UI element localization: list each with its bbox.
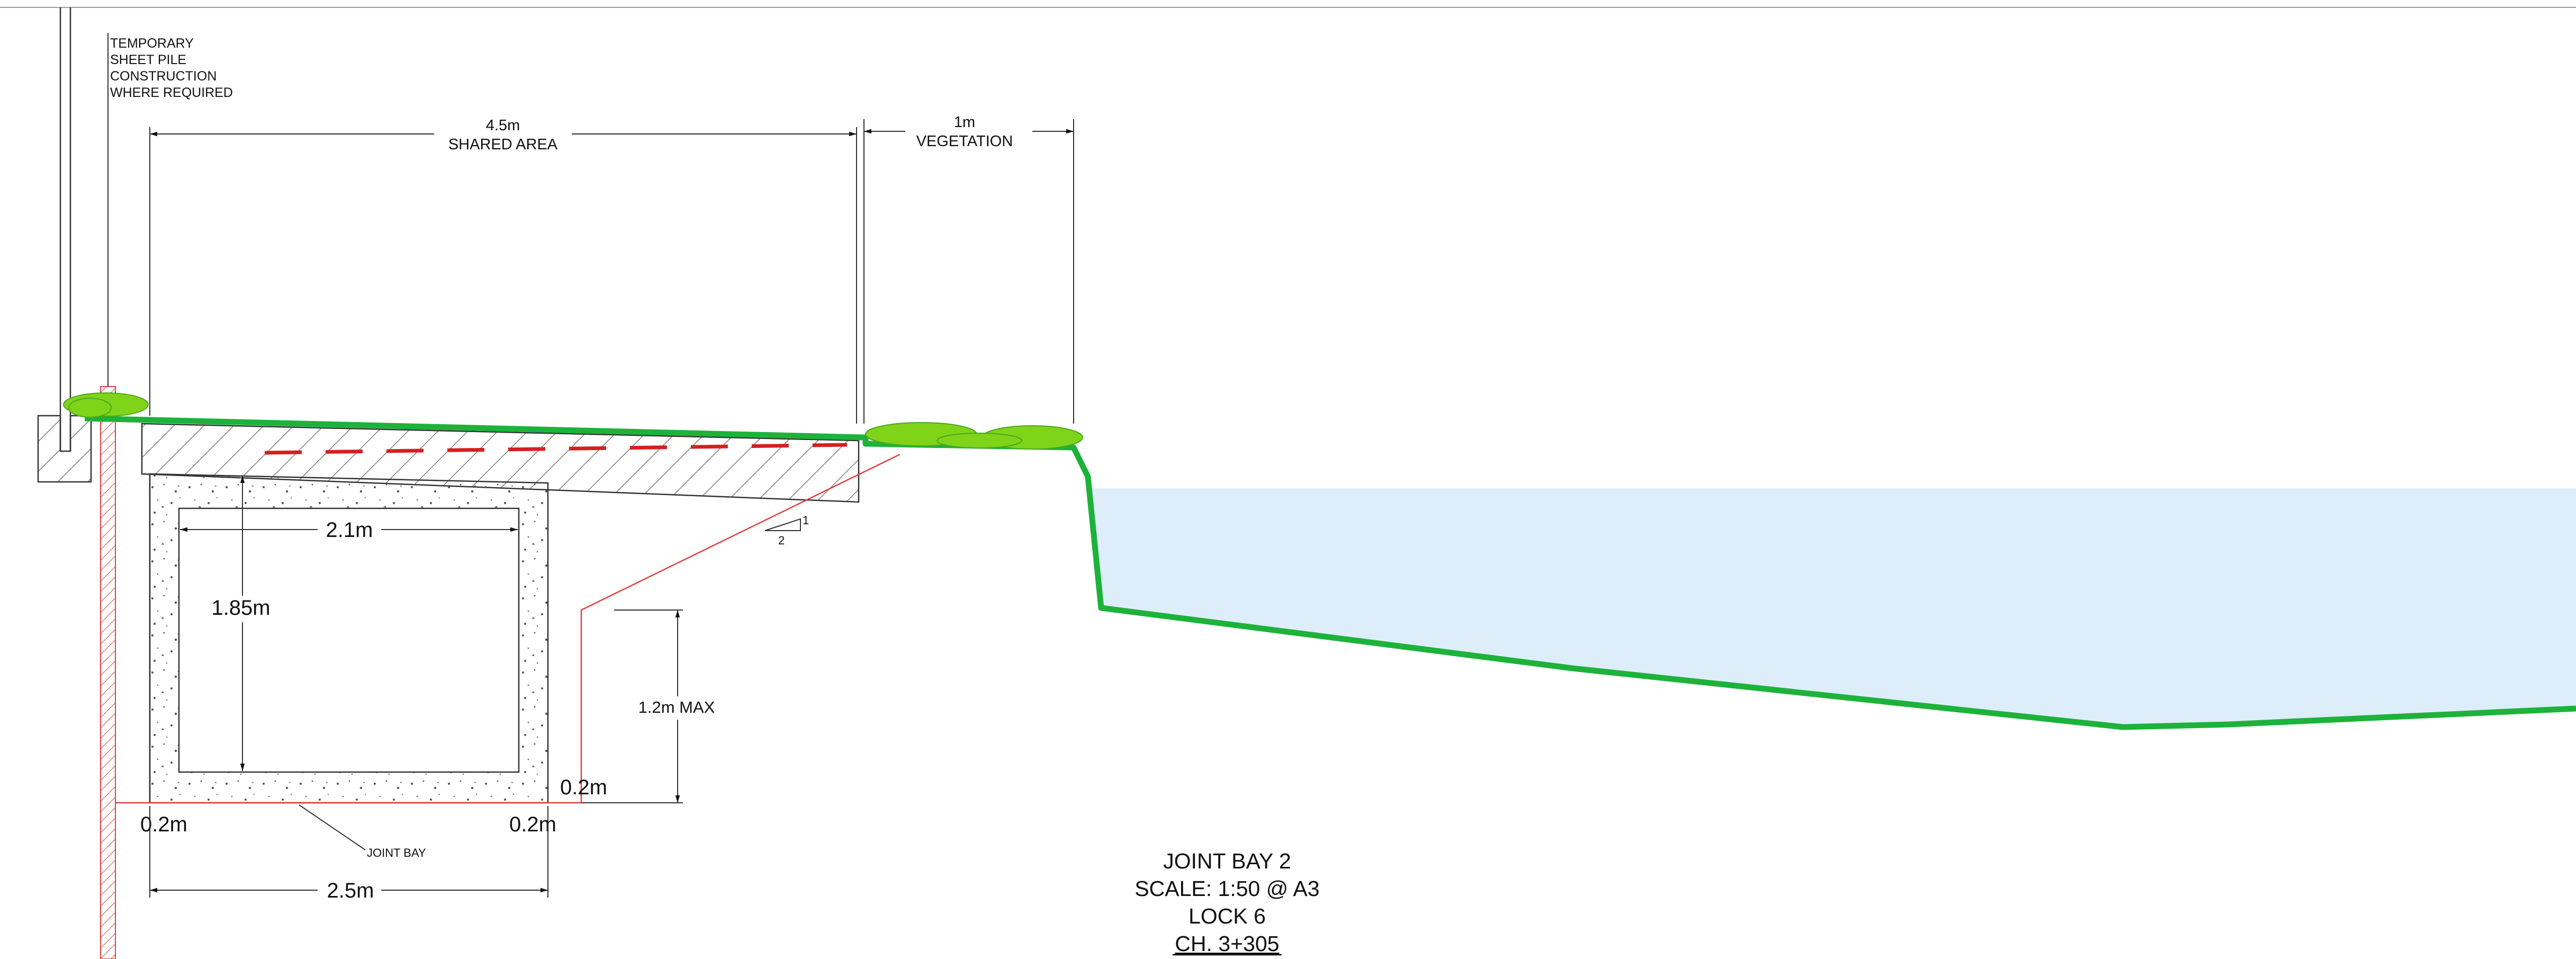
shared-area-width-label: 4.5m bbox=[486, 117, 520, 134]
joint-bay-leader-label: JOINT BAY bbox=[367, 846, 426, 859]
slope-run-label: 2 bbox=[778, 534, 785, 547]
ground-profile bbox=[84, 415, 2576, 730]
vegetation-width-label: 1m bbox=[954, 114, 975, 131]
sheet-pile-note-line3: CONSTRUCTION bbox=[110, 69, 217, 84]
pavement-slab bbox=[141, 423, 860, 503]
vegetation-tufts bbox=[63, 392, 1083, 450]
joint-bay-leader: JOINT BAY bbox=[299, 804, 426, 859]
excavation-outline bbox=[115, 453, 900, 804]
sheet-pile-note-line1: TEMPORARY bbox=[110, 36, 194, 51]
title-line-joint-bay: JOINT BAY 2 bbox=[1163, 849, 1291, 873]
inner-height-label: 1.85m bbox=[211, 596, 270, 620]
shared-area-label: SHARED AREA bbox=[448, 136, 558, 153]
service-cable-dashed bbox=[264, 443, 848, 455]
sheet-pile-note: TEMPORARY SHEET PILE CONSTRUCTION WHERE … bbox=[107, 33, 233, 387]
slope-rise-label: 1 bbox=[803, 514, 809, 527]
overall-width-dimension: 2.5m bbox=[149, 806, 548, 903]
wall-left-label: 0.2m bbox=[140, 813, 187, 836]
sheet-pile-note-line2: SHEET PILE bbox=[110, 52, 186, 67]
max-depth-label: 1.2m MAX bbox=[638, 698, 715, 716]
title-line-lock: LOCK 6 bbox=[1188, 904, 1266, 928]
offset-right-label: 0.2m bbox=[560, 776, 607, 799]
title-line-scale: SCALE: 1:50 @ A3 bbox=[1134, 876, 1319, 901]
sheet-pile-note-line4: WHERE REQUIRED bbox=[110, 85, 233, 100]
wall-right-label: 0.2m bbox=[509, 813, 556, 836]
water-body bbox=[1091, 488, 2576, 727]
inner-width-label: 2.1m bbox=[326, 518, 373, 542]
inner-width-dimension: 2.1m bbox=[180, 516, 518, 543]
existing-wall bbox=[37, 7, 92, 483]
max-depth-dimension: 1.2m MAX bbox=[581, 610, 720, 803]
overall-width-label: 2.5m bbox=[327, 879, 374, 902]
shared-area-dimension: 4.5m SHARED AREA bbox=[149, 112, 857, 424]
title-block: JOINT BAY 2 SCALE: 1:50 @ A3 LOCK 6 CH. … bbox=[1134, 849, 1319, 956]
vegetation-label: VEGETATION bbox=[916, 133, 1013, 150]
inner-height-dimension: 1.85m bbox=[208, 476, 276, 771]
vegetation-dimension: 1m VEGETATION bbox=[863, 112, 1074, 424]
title-line-chainage: CH. 3+305 bbox=[1175, 931, 1279, 956]
slope-indicator: 1 2 bbox=[764, 514, 809, 547]
temporary-sheet-pile bbox=[100, 386, 116, 959]
